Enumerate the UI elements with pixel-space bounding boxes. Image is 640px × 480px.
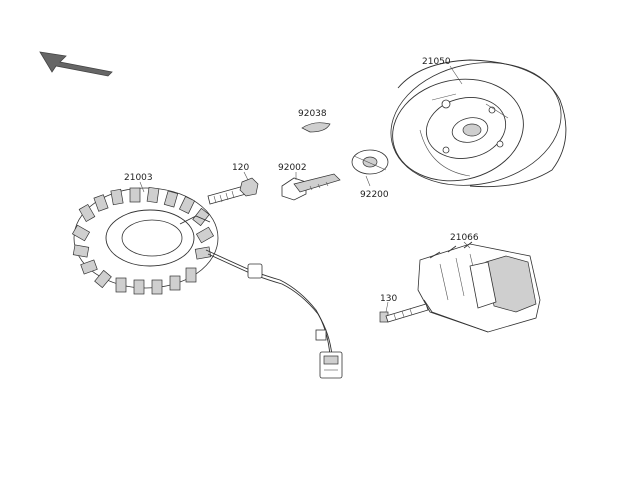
wire-harness [205, 249, 333, 357]
connector-plug[interactable] [319, 351, 343, 379]
label-21050: 21050 [422, 57, 451, 67]
label-130: 130 [380, 294, 397, 304]
leader-21066 [463, 241, 471, 249]
leader-130 [385, 301, 389, 313]
spacer-92002[interactable] [281, 173, 341, 201]
label-21003: 21003 [124, 173, 153, 183]
label-21066: 21066 [450, 233, 479, 243]
stator-21003[interactable] [71, 186, 219, 295]
leader-21003 [139, 181, 145, 193]
bolt-130[interactable] [379, 303, 429, 323]
flywheel-21050[interactable] [379, 47, 572, 200]
leader-92200 [365, 175, 371, 187]
washer-92200[interactable] [351, 149, 389, 175]
bolt-120[interactable] [207, 177, 259, 205]
label-120: 120 [232, 163, 249, 173]
label-92200: 92200 [360, 190, 389, 200]
key-92038[interactable] [301, 122, 331, 133]
direction-arrow-icon [39, 51, 113, 77]
label-92002: 92002 [278, 163, 307, 173]
regulator-21066[interactable] [417, 241, 541, 333]
leader-21050 [449, 65, 463, 85]
label-92038: 92038 [298, 109, 327, 119]
leader-120 [243, 171, 249, 181]
